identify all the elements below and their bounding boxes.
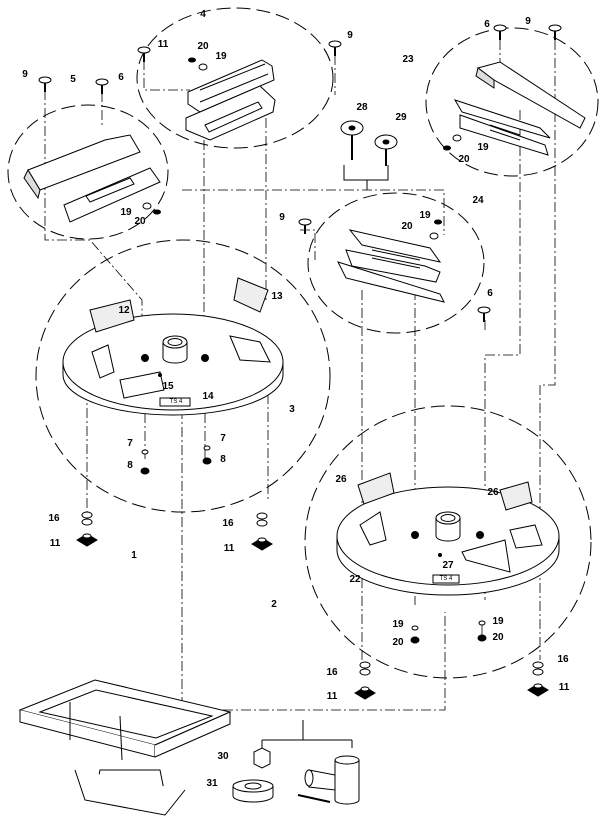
callout-24: 24 bbox=[472, 195, 484, 206]
callout-8b: 8 bbox=[220, 454, 226, 465]
callout-23: 23 bbox=[402, 54, 414, 65]
callout-16a: 16 bbox=[48, 513, 60, 524]
callout-6a: 6 bbox=[118, 72, 124, 83]
callout-19e: 19 bbox=[392, 619, 404, 630]
callout-11a: 11 bbox=[157, 39, 169, 50]
callout-9a: 9 bbox=[22, 69, 28, 80]
callout-9c: 9 bbox=[525, 16, 531, 27]
callout-22: 22 bbox=[349, 574, 361, 585]
callout-20b: 20 bbox=[134, 216, 146, 227]
callout-2: 2 bbox=[271, 599, 277, 610]
callout-11d: 11 bbox=[326, 691, 338, 702]
callout-26a: 26 bbox=[335, 474, 347, 485]
callout-19c: 19 bbox=[419, 210, 431, 221]
callout-16d: 16 bbox=[557, 654, 569, 665]
callout-20e: 20 bbox=[392, 637, 404, 648]
callout-14: 14 bbox=[202, 391, 214, 402]
callout-30: 30 bbox=[217, 751, 229, 762]
callout-13: 13 bbox=[271, 291, 283, 302]
disc-tag-plate-right: TS 4 bbox=[439, 576, 453, 582]
callout-9b: 9 bbox=[347, 30, 353, 41]
callout-12: 12 bbox=[118, 305, 130, 316]
callout-15: 15 bbox=[162, 381, 174, 392]
group-circles bbox=[7, 7, 599, 679]
callout-16c: 16 bbox=[326, 667, 338, 678]
callout-29: 29 bbox=[395, 112, 407, 123]
callout-5: 5 bbox=[70, 74, 76, 85]
callout-19f: 19 bbox=[492, 616, 504, 627]
callout-20c: 20 bbox=[401, 221, 413, 232]
callout-7b: 7 bbox=[220, 433, 226, 444]
callout-11c: 11 bbox=[223, 543, 235, 554]
callout-31: 31 bbox=[206, 778, 218, 789]
callout-20d: 20 bbox=[458, 154, 470, 165]
callout-4: 4 bbox=[200, 9, 206, 20]
callout-3: 3 bbox=[289, 404, 295, 415]
disc-tag-plate-left: TS 4 bbox=[169, 399, 183, 405]
callout-20f: 20 bbox=[492, 632, 504, 643]
callout-27: 27 bbox=[442, 560, 454, 571]
callout-26b: 26 bbox=[487, 487, 499, 498]
callout-19d: 19 bbox=[477, 142, 489, 153]
callout-9d: 9 bbox=[279, 212, 285, 223]
callout-6c: 6 bbox=[487, 288, 493, 299]
callout-1: 1 bbox=[131, 550, 137, 561]
callout-19b: 19 bbox=[120, 207, 132, 218]
callout-28: 28 bbox=[356, 102, 368, 113]
callout-11e: 11 bbox=[558, 682, 570, 693]
callout-11b: 11 bbox=[49, 538, 61, 549]
callout-8a: 8 bbox=[127, 460, 133, 471]
callout-16b: 16 bbox=[222, 518, 234, 529]
callout-20a: 20 bbox=[197, 41, 209, 52]
callout-7a: 7 bbox=[127, 438, 133, 449]
callout-19a: 19 bbox=[215, 51, 227, 62]
callout-6b: 6 bbox=[484, 19, 490, 30]
